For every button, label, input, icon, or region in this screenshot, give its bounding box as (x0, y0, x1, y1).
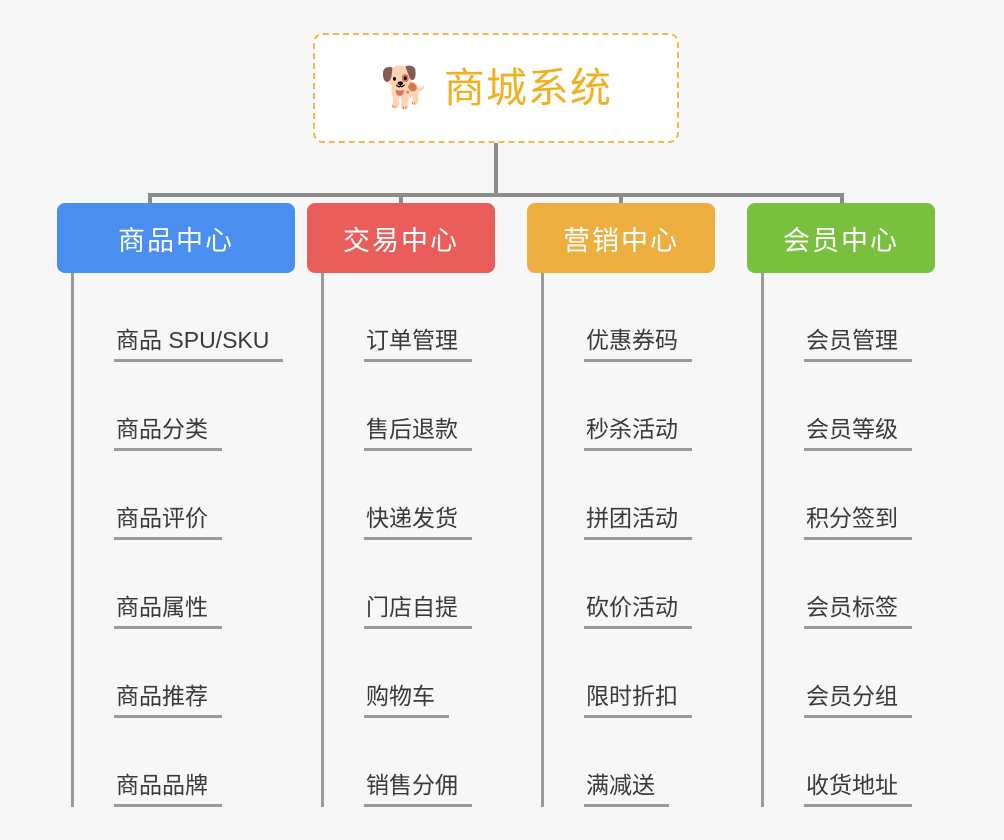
leaf-item[interactable]: 商品 SPU/SKU (74, 273, 295, 362)
leaf-list-3: 会员管理 会员等级 积分签到 会员标签 会员分组 收货地址 (761, 273, 935, 807)
leaf-item[interactable]: 商品属性 (74, 540, 295, 629)
leaf-item[interactable]: 收货地址 (764, 718, 935, 807)
connector-root-stem (494, 143, 498, 195)
leaf-item-label: 商品评价 (114, 505, 222, 540)
leaf-item[interactable]: 商品分类 (74, 362, 295, 451)
root-node-title: 商城系统 (443, 64, 612, 111)
leaf-item[interactable]: 销售分佣 (324, 718, 495, 807)
leaf-item[interactable]: 限时折扣 (544, 629, 715, 718)
leaf-item-label: 收货地址 (804, 772, 912, 807)
connector-drop-category-1 (399, 193, 403, 205)
leaf-item[interactable]: 会员管理 (764, 273, 935, 362)
leaf-list-0: 商品 SPU/SKU 商品分类 商品评价 商品属性 商品推荐 商品品牌 (71, 273, 295, 807)
leaf-item-label: 门店自提 (364, 594, 472, 629)
connector-drop-category-0 (148, 193, 152, 205)
category-column-商品中心: 商品中心 商品 SPU/SKU 商品分类 商品评价 商品属性 商品推荐 商品品牌 (57, 203, 295, 807)
leaf-item-label: 商品 SPU/SKU (114, 327, 284, 362)
category-header-label-3: 会员中心 (783, 225, 899, 256)
leaf-item[interactable]: 门店自提 (324, 540, 495, 629)
leaf-item[interactable]: 优惠券码 (544, 273, 715, 362)
leaf-item-label: 销售分佣 (364, 772, 472, 807)
category-header-label-0: 商品中心 (118, 225, 234, 256)
leaf-item[interactable]: 售后退款 (324, 362, 495, 451)
leaf-item[interactable]: 购物车 (324, 629, 495, 718)
leaf-item-label: 商品分类 (114, 416, 222, 451)
leaf-item-label: 会员标签 (804, 594, 912, 629)
leaf-item-label: 购物车 (364, 683, 449, 718)
leaf-item[interactable]: 拼团活动 (544, 451, 715, 540)
leaf-item-label: 售后退款 (364, 416, 472, 451)
root-node-mall-system[interactable]: 🐕 商城系统 (313, 33, 679, 143)
leaf-item[interactable]: 商品推荐 (74, 629, 295, 718)
leaf-item-label: 会员等级 (804, 416, 912, 451)
connector-drop-category-2 (619, 193, 623, 205)
leaf-item-label: 满减送 (584, 772, 669, 807)
leaf-item[interactable]: 砍价活动 (544, 540, 715, 629)
leaf-item-label: 限时折扣 (584, 683, 692, 718)
connector-horizontal-bus (148, 193, 844, 197)
leaf-item[interactable]: 会员等级 (764, 362, 935, 451)
leaf-item[interactable]: 商品评价 (74, 451, 295, 540)
leaf-item-label: 商品推荐 (114, 683, 222, 718)
leaf-list-2: 优惠券码 秒杀活动 拼团活动 砍价活动 限时折扣 满减送 (541, 273, 715, 807)
leaf-item[interactable]: 商品品牌 (74, 718, 295, 807)
leaf-item-label: 会员分组 (804, 683, 912, 718)
leaf-item[interactable]: 会员标签 (764, 540, 935, 629)
leaf-list-1: 订单管理 售后退款 快递发货 门店自提 购物车 销售分佣 (321, 273, 495, 807)
category-header-label-2: 营销中心 (563, 225, 679, 256)
leaf-item[interactable]: 会员分组 (764, 629, 935, 718)
leaf-item-label: 积分签到 (804, 505, 912, 540)
leaf-item[interactable]: 快递发货 (324, 451, 495, 540)
leaf-item[interactable]: 满减送 (544, 718, 715, 807)
connector-drop-category-3 (840, 193, 844, 205)
leaf-item[interactable]: 订单管理 (324, 273, 495, 362)
leaf-item-label: 秒杀活动 (584, 416, 692, 451)
category-column-营销中心: 营销中心 优惠券码 秒杀活动 拼团活动 砍价活动 限时折扣 满减送 (527, 203, 715, 807)
leaf-item-label: 商品属性 (114, 594, 222, 629)
leaf-item[interactable]: 积分签到 (764, 451, 935, 540)
category-column-交易中心: 交易中心 订单管理 售后退款 快递发货 门店自提 购物车 销售分佣 (307, 203, 495, 807)
leaf-item-label: 优惠券码 (584, 327, 692, 362)
leaf-item-label: 会员管理 (804, 327, 912, 362)
category-header-2[interactable]: 营销中心 (527, 203, 715, 273)
leaf-item-label: 订单管理 (364, 327, 472, 362)
category-header-0[interactable]: 商品中心 (57, 203, 295, 273)
leaf-item[interactable]: 秒杀活动 (544, 362, 715, 451)
shiba-dog-face-icon: 🐕 (380, 66, 430, 110)
leaf-item-label: 拼团活动 (584, 505, 692, 540)
leaf-item-label: 商品品牌 (114, 772, 222, 807)
category-header-3[interactable]: 会员中心 (747, 203, 935, 273)
leaf-item-label: 砍价活动 (584, 594, 692, 629)
category-header-1[interactable]: 交易中心 (307, 203, 495, 273)
leaf-item-label: 快递发货 (364, 505, 472, 540)
category-header-label-1: 交易中心 (343, 225, 459, 256)
category-column-会员中心: 会员中心 会员管理 会员等级 积分签到 会员标签 会员分组 收货地址 (747, 203, 935, 807)
